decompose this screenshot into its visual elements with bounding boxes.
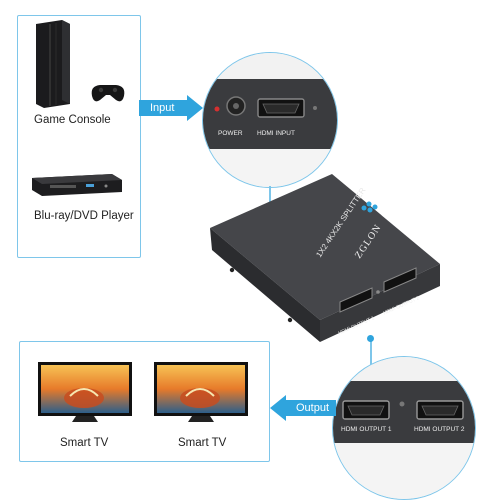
source-label-game-console: Game Console [34,114,111,126]
output-connector-dot [367,335,374,342]
smart-tv-image-2 [154,362,248,422]
output-arrow-label: Output [296,402,330,414]
output2-port-label: HDMI OUTPUT 2 [414,426,465,433]
smart-tv-image-1 [38,362,132,422]
output-label-tv-1: Smart TV [60,437,109,449]
input-connector-line [269,186,271,204]
hdmi-splitter-device [210,174,440,342]
bluray-player-image [32,174,122,196]
input-arrow [139,95,203,121]
output-label-tv-2: Smart TV [178,437,227,449]
source-label-bluray: Blu-ray/DVD Player [34,210,134,222]
game-console-image [36,20,125,108]
power-port-label: POWER [218,130,243,137]
output-connector-line [370,338,372,368]
output1-port-label: HDMI OUTPUT 1 [341,426,392,433]
input-arrow-label: Input [150,102,175,114]
hdmi-input-port-label: HDMI INPUT [257,130,295,137]
input-ports-zoom [202,52,338,188]
output-arrow [270,395,336,421]
